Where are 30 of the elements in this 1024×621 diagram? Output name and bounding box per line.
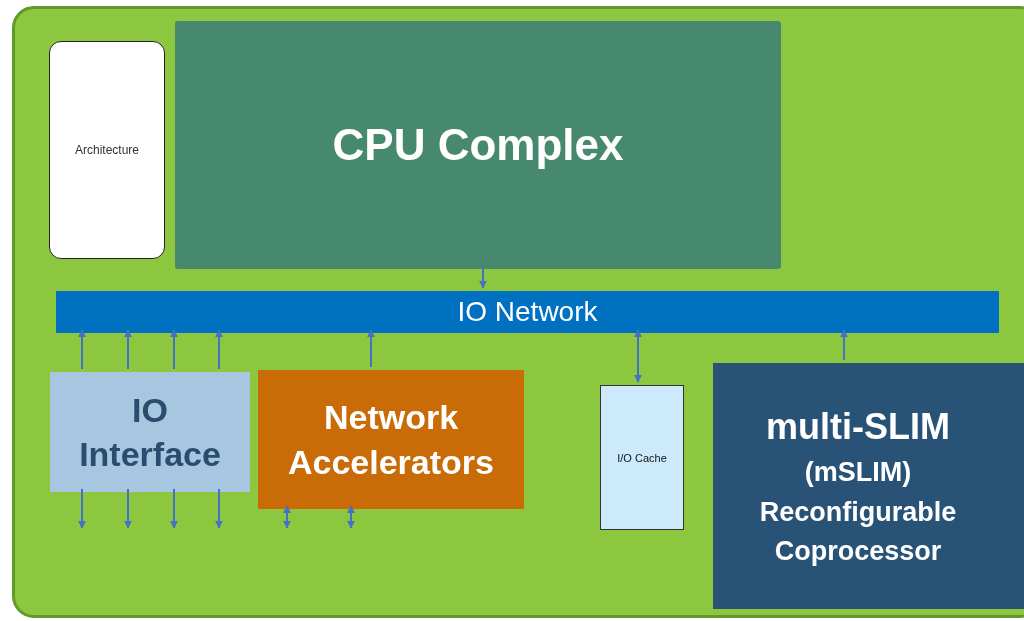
block-label: Network Accelerators — [287, 397, 495, 483]
network-bus — [56, 291, 999, 333]
arrow — [78, 329, 86, 370]
block-label: multi-SLIM — [766, 405, 950, 450]
arrow — [479, 265, 487, 289]
arrow — [840, 329, 848, 361]
block-label: (mSLIM) Reconfigurable Coprocessor — [758, 456, 958, 568]
block-label: IO Network — [457, 296, 598, 328]
architecture-box — [49, 41, 165, 259]
arrow — [124, 329, 132, 370]
coprocessor-block — [713, 363, 1024, 609]
accelerator-block — [258, 370, 524, 509]
arrow — [170, 329, 178, 370]
block-label: IO Interface — [78, 389, 222, 475]
arrow — [634, 329, 642, 383]
block-label: I/O Cache — [617, 451, 667, 464]
arrow — [215, 329, 223, 370]
arrow — [78, 488, 86, 529]
interface-block — [50, 372, 250, 492]
block-label: CPU Complex — [332, 120, 624, 170]
block-label: Architecture — [75, 143, 139, 157]
arrow — [283, 505, 291, 529]
arrow — [215, 488, 223, 529]
cache-block — [600, 385, 684, 530]
arrow — [124, 488, 132, 529]
chip-panel — [12, 6, 1024, 618]
cpu-block — [175, 21, 781, 269]
arrow — [367, 329, 375, 368]
arrow — [170, 488, 178, 529]
arrow — [347, 505, 355, 529]
